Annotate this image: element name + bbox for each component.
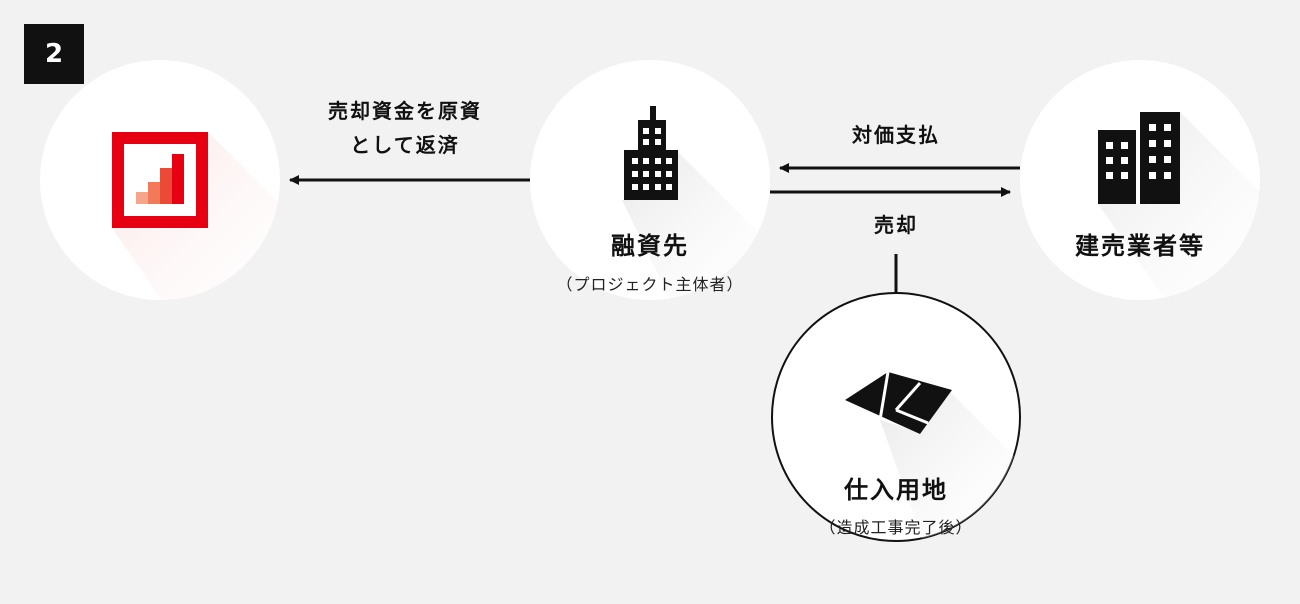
lender-node bbox=[40, 60, 280, 300]
office-building-icon bbox=[624, 106, 678, 200]
borrower-title: 融資先 bbox=[611, 232, 689, 260]
land-subtitle: （造成工事完了後） bbox=[819, 518, 973, 537]
growth-chart-logo-icon bbox=[112, 132, 208, 228]
step-number-badge: 2 bbox=[24, 24, 84, 84]
payment-label: 対価支払 bbox=[852, 123, 940, 147]
builder-node bbox=[1020, 60, 1260, 300]
repay-label-line1: 売却資金を原資 bbox=[328, 99, 482, 123]
land-parcel-icon bbox=[845, 371, 952, 434]
repay-label-line2: として返済 bbox=[350, 133, 460, 157]
land-title: 仕入用地 bbox=[844, 476, 948, 504]
borrower-subtitle: （プロジェクト主体者） bbox=[556, 275, 744, 294]
buildings-icon bbox=[1098, 112, 1180, 204]
builder-title: 建売業者等 bbox=[1075, 232, 1205, 260]
sale-label: 売却 bbox=[874, 213, 918, 237]
